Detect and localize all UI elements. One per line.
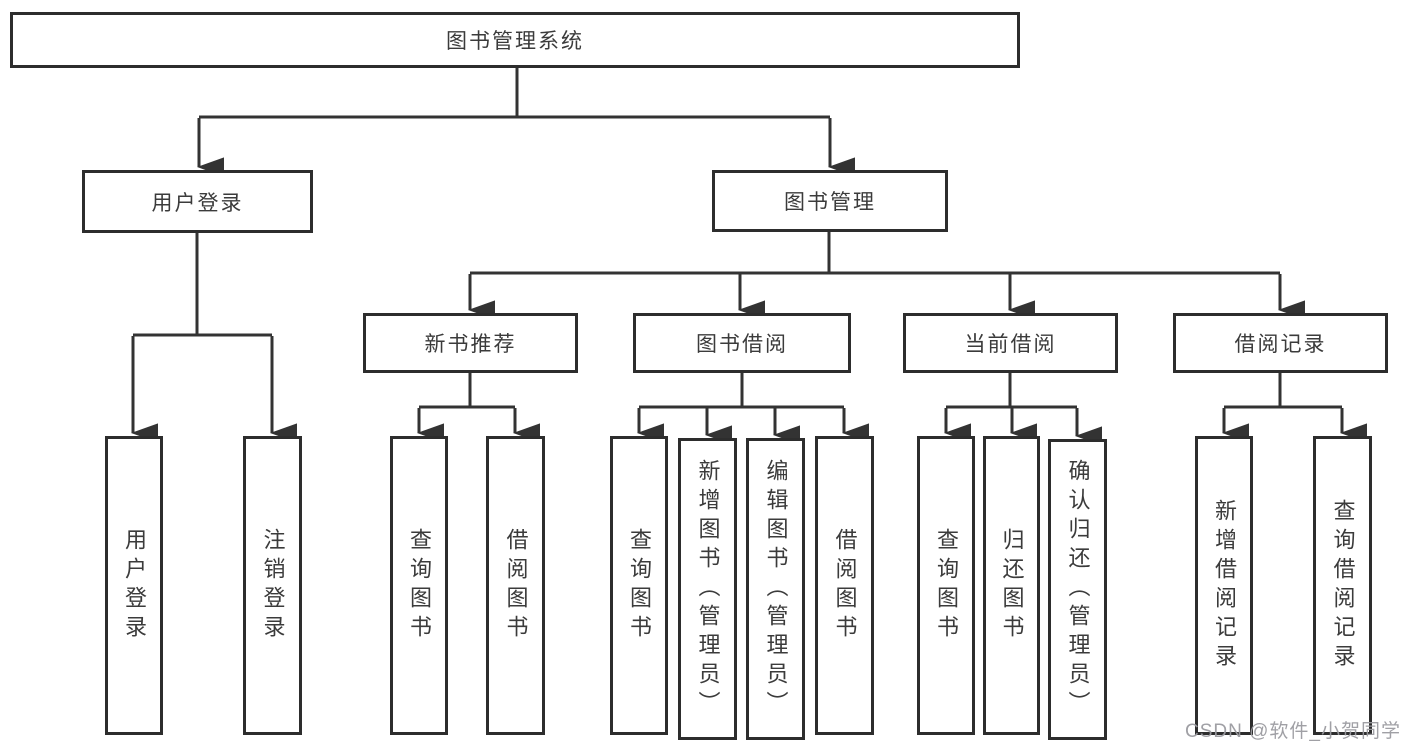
- leaf-edit-book-admin-label: 编辑图书（管理员）: [763, 458, 789, 720]
- leaf-edit-book-admin: 编辑图书（管理员）: [746, 438, 805, 740]
- leaf-add-book-admin: 新增图书（管理员）: [678, 438, 737, 740]
- node-book-management: 图书管理: [712, 170, 948, 232]
- node-user-login-label: 用户登录: [151, 191, 244, 215]
- leaf-confirm-return-admin: 确认归还（管理员）: [1048, 439, 1107, 740]
- node-current-borrowing-label: 当前借阅: [964, 333, 1057, 356]
- leaf-logout-label: 注销登录: [260, 527, 286, 644]
- leaf-query-borrow-record: 查询借阅记录: [1313, 436, 1372, 735]
- leaf-borrow-books-2: 借阅图书: [815, 436, 874, 735]
- leaf-return-book-label: 归还图书: [999, 527, 1025, 644]
- node-new-book-recommendation-label: 新书推荐: [424, 333, 517, 356]
- leaf-query-books-3: 查询图书: [917, 436, 975, 735]
- node-root-label: 图书管理系统: [446, 30, 584, 53]
- leaf-add-book-admin-label: 新增图书（管理员）: [695, 458, 721, 720]
- node-borrowing-records: 借阅记录: [1173, 313, 1388, 373]
- node-new-book-recommendation: 新书推荐: [363, 313, 578, 373]
- leaf-query-books-1: 查询图书: [390, 436, 448, 735]
- leaf-query-borrow-record-label: 查询借阅记录: [1330, 498, 1356, 673]
- leaf-borrow-books-1: 借阅图书: [486, 436, 545, 735]
- leaf-logout: 注销登录: [243, 436, 302, 735]
- leaf-query-books-1-label: 查询图书: [407, 527, 432, 644]
- leaf-user-login: 用户登录: [105, 436, 163, 735]
- leaf-return-book: 归还图书: [983, 436, 1040, 735]
- node-book-management-label: 图书管理: [784, 191, 876, 214]
- node-current-borrowing: 当前借阅: [903, 313, 1118, 373]
- leaf-confirm-return-admin-label: 确认归还（管理员）: [1065, 459, 1091, 720]
- csdn-watermark: CSDN @软件_小贺同学: [1185, 721, 1401, 742]
- leaf-query-books-3-label: 查询图书: [934, 527, 959, 644]
- leaf-add-borrow-record: 新增借阅记录: [1195, 436, 1253, 735]
- leaf-borrow-books-2-label: 借阅图书: [832, 527, 858, 644]
- leaf-add-borrow-record-label: 新增借阅记录: [1212, 498, 1237, 673]
- node-book-borrowing: 图书借阅: [633, 313, 851, 373]
- leaf-query-books-2: 查询图书: [610, 436, 668, 735]
- leaf-user-login-label: 用户登录: [122, 527, 147, 644]
- node-user-login: 用户登录: [82, 170, 313, 233]
- node-borrowing-records-label: 借阅记录: [1234, 333, 1327, 356]
- leaf-query-books-2-label: 查询图书: [627, 527, 652, 644]
- leaf-borrow-books-1-label: 借阅图书: [503, 527, 529, 644]
- node-root: 图书管理系统: [10, 12, 1020, 68]
- node-book-borrowing-label: 图书借阅: [696, 333, 788, 356]
